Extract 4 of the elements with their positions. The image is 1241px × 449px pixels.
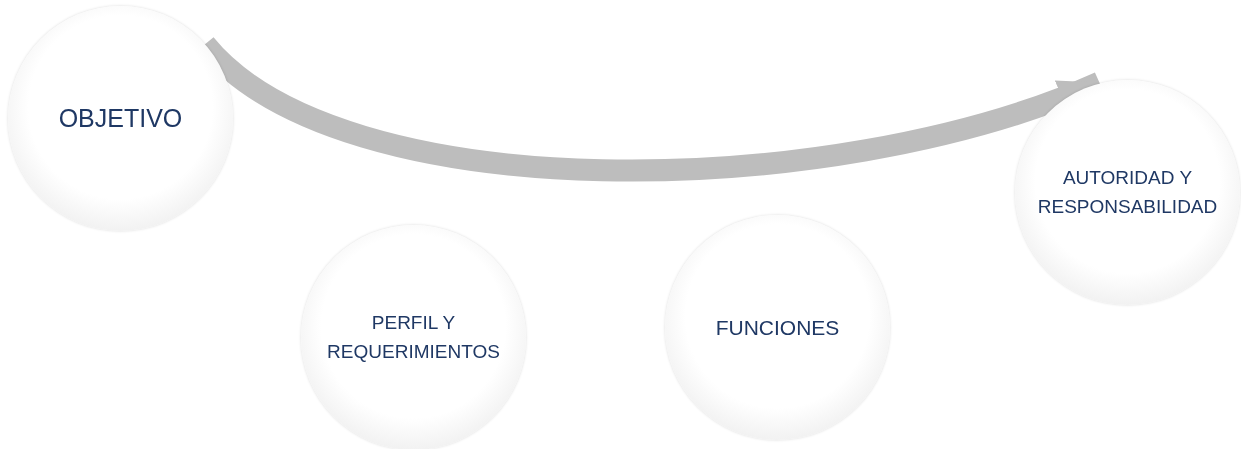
- node-label: FUNCIONES: [715, 314, 840, 341]
- node-label: AUTORIDAD Y RESPONSABILIDAD: [1036, 166, 1219, 219]
- node-label: OBJETIVO: [58, 102, 183, 134]
- node-label: PERFIL Y REQUERIMIENTOS: [326, 311, 501, 364]
